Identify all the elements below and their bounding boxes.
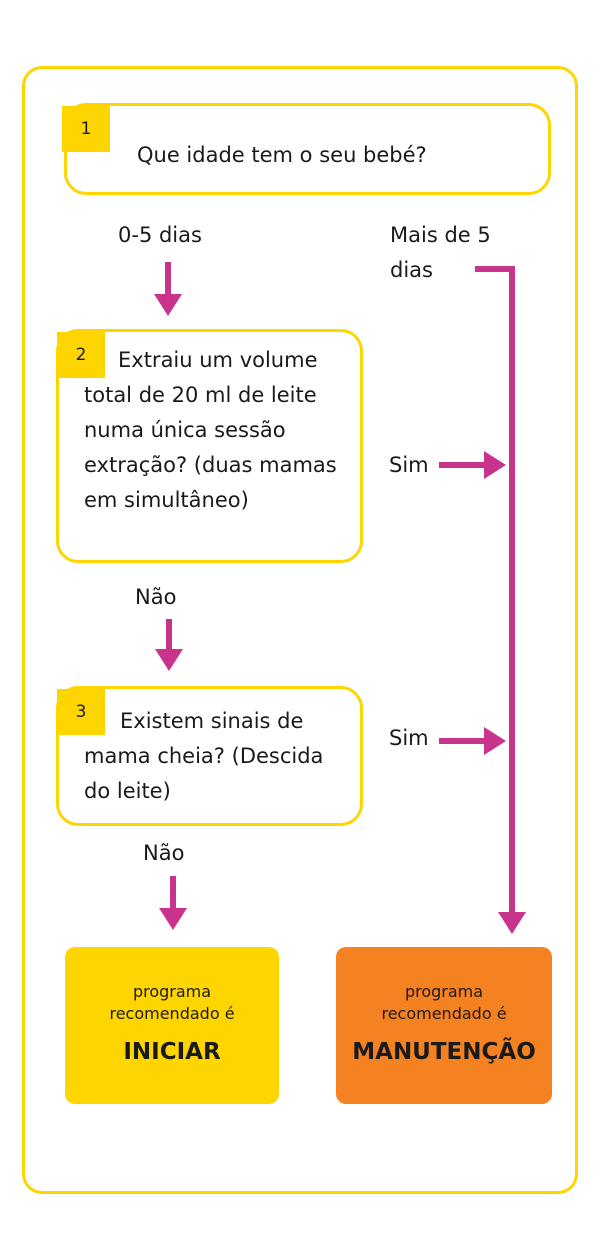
result-start-program: INICIAR [123, 1039, 221, 1065]
result-maintenance-line1: programa [404, 982, 484, 1001]
question-2-number: 2 [57, 332, 105, 378]
question-3-text: Existem sinais de mama cheia? (Descida d… [84, 704, 323, 809]
result-maintenance-line2: recomendado é [381, 1004, 507, 1023]
arrow-age-old-head [498, 912, 526, 934]
question-3-line: mama cheia? (Descida [84, 744, 324, 768]
question-2-line: extração? (duas mamas [84, 453, 337, 477]
arrow-age-young-shaft [165, 262, 171, 296]
answer-q2-no: Não [135, 585, 177, 609]
arrow-age-old-vertical [509, 266, 515, 914]
result-start-line2: recomendado é [109, 1004, 235, 1023]
question-3-number: 3 [57, 689, 105, 735]
arrow-q2-yes-head [484, 451, 506, 479]
answer-age-old-line: dias [390, 258, 433, 282]
question-3-box [56, 686, 363, 826]
arrow-q3-no-shaft [170, 876, 176, 910]
arrow-age-young-head [154, 294, 182, 316]
answer-age-old-line: Mais de 5 [390, 223, 491, 247]
flowchart-frame [22, 66, 578, 1194]
question-2-box [56, 329, 363, 563]
question-2-line: numa única sessão [84, 418, 286, 442]
answer-age-old: Mais de 5 dias [390, 218, 491, 288]
answer-q3-yes: Sim [389, 726, 429, 750]
arrow-q2-no-head [155, 649, 183, 671]
question-3-line: do leite) [84, 779, 171, 803]
result-start-box: programa recomendado é INICIAR [65, 947, 279, 1104]
arrow-q3-yes-shaft [439, 738, 485, 744]
question-3-line: Existem sinais de [120, 709, 304, 733]
answer-age-young: 0-5 dias [118, 223, 202, 247]
question-2-text: Extraiu um volume total de 20 ml de leit… [84, 343, 337, 518]
answer-q3-no: Não [143, 841, 185, 865]
arrow-q2-no-shaft [166, 619, 172, 651]
result-maintenance-box: programa recomendado é MANUTENÇÃO [336, 947, 552, 1104]
question-1-number: 1 [62, 106, 110, 152]
question-1-text: Que idade tem o seu bebé? [137, 143, 427, 167]
answer-q2-yes: Sim [389, 453, 429, 477]
question-2-line: total de 20 ml de leite [84, 383, 317, 407]
question-1-box [64, 103, 551, 195]
question-2-line: Extraiu um volume [118, 348, 318, 372]
result-maintenance-program: MANUTENÇÃO [352, 1039, 536, 1065]
arrow-q3-yes-head [484, 727, 506, 755]
arrow-q3-no-head [159, 908, 187, 930]
result-start-line1: programa [132, 982, 212, 1001]
arrow-age-old-horizontal [475, 266, 515, 272]
arrow-q2-yes-shaft [439, 462, 485, 468]
question-2-line: em simultâneo) [84, 488, 249, 512]
